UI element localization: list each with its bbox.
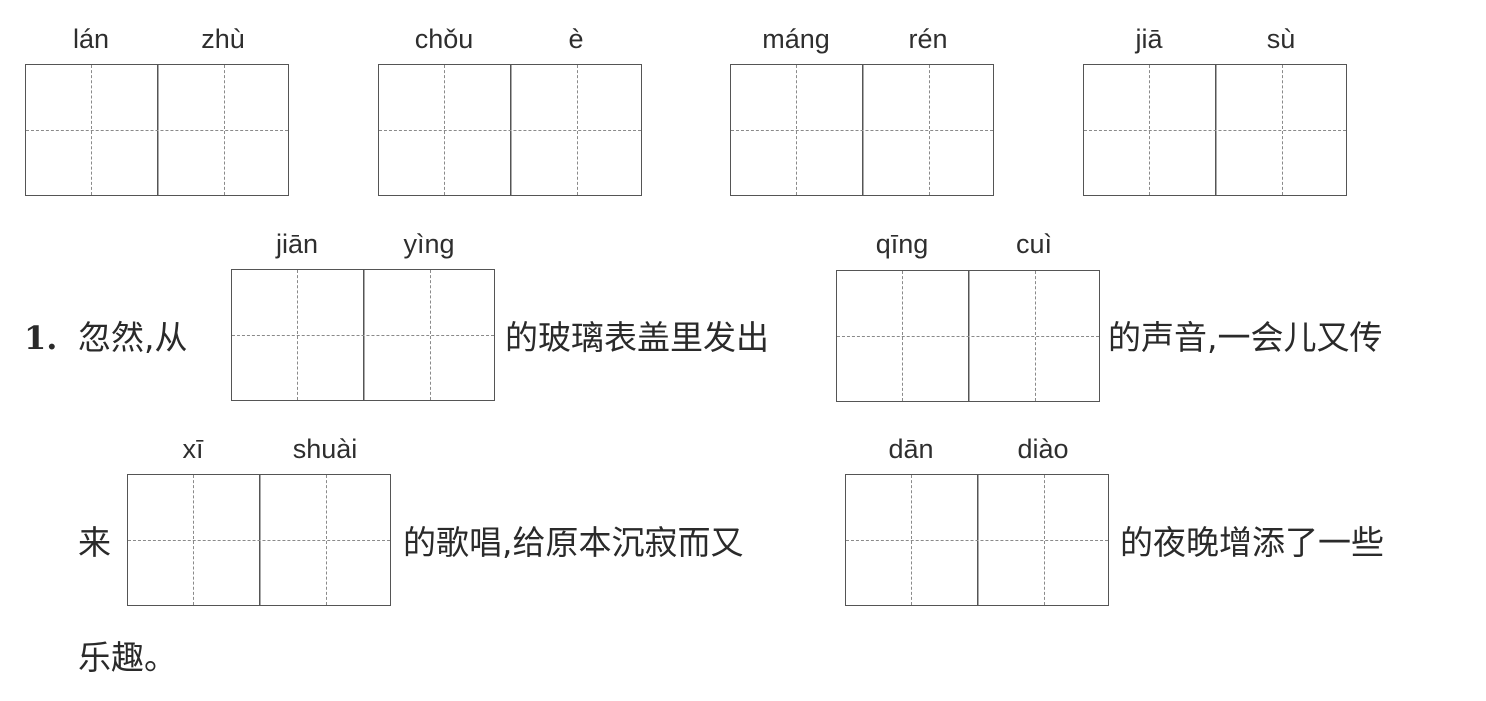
writing-box[interactable] (730, 64, 994, 196)
pinyin-label: sù (1266, 24, 1296, 54)
pinyin-label: dān (888, 434, 934, 464)
pinyin-label: jiā (1135, 24, 1163, 54)
pinyin-label: yìng (403, 229, 455, 259)
sentence-text: 的夜晚增添了一些 (1120, 523, 1384, 562)
pinyin-label: diào (1017, 434, 1069, 464)
pinyin-label: shuài (292, 434, 358, 464)
writing-box[interactable] (845, 474, 1109, 606)
writing-box[interactable] (127, 474, 391, 606)
writing-box[interactable] (231, 269, 495, 401)
sentence-text: 来 (78, 523, 111, 562)
pinyin-label: xī (182, 434, 204, 464)
writing-box[interactable] (836, 270, 1100, 402)
writing-box[interactable] (1083, 64, 1347, 196)
sentence-text: 乐趣。 (78, 638, 177, 677)
pinyin-label: è (568, 24, 584, 54)
pinyin-label: máng (762, 24, 830, 54)
pinyin-label: zhù (201, 24, 245, 54)
pinyin-label: chǒu (414, 24, 474, 54)
writing-box[interactable] (25, 64, 289, 196)
sentence-text: 的声音,一会儿又传 (1108, 318, 1383, 357)
writing-box[interactable] (378, 64, 642, 196)
pinyin-label: cuì (1015, 229, 1053, 259)
pinyin-label: jiān (275, 229, 319, 259)
pinyin-label: rén (908, 24, 948, 54)
pinyin-label: qīng (875, 229, 929, 259)
pinyin-label: lán (72, 24, 110, 54)
question-number: 1. (24, 319, 58, 357)
sentence-text: 的歌唱,给原本沉寂而又 (403, 523, 744, 562)
sentence-text: 忽然,从 (78, 318, 188, 357)
sentence-text: 的玻璃表盖里发出 (505, 318, 769, 357)
